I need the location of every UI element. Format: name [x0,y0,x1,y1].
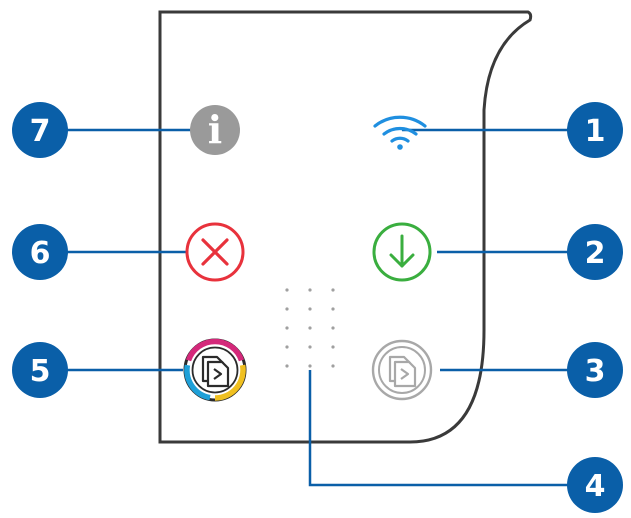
callout-2: 2 [567,224,623,280]
display-dot [285,326,289,330]
display-dot [308,364,312,368]
display-dot [285,364,289,368]
color-ring-yellow [214,364,246,401]
wifi-icon [373,115,427,150]
color-copy-button[interactable] [183,338,247,402]
leader-lines [40,128,595,487]
callout-6: 6 [12,224,68,280]
black-copy-icon [388,355,417,388]
cancel-button[interactable] [185,222,245,282]
display-dot [285,345,289,349]
display-dot [308,345,312,349]
display-dot [308,288,312,292]
color-ring-cyan [184,364,211,401]
callout-badges: 7 6 5 1 2 3 4 [12,102,623,513]
color-copy-icon [201,355,230,388]
wifi-arc-middle [382,126,418,136]
wifi-arc-inner [390,136,410,143]
information-button[interactable]: i [190,105,240,155]
callout-3: 3 [567,342,623,398]
cancel-x-icon [201,238,229,266]
display-dot [285,288,289,292]
color-ring-magenta [185,338,245,362]
callout-4: 4 [567,457,623,513]
wifi-arc-outer [373,115,427,128]
callout-1: 1 [567,102,623,158]
display-dot [331,288,335,292]
leader-line-4 [308,370,595,487]
svg-text:7: 7 [30,114,51,149]
svg-text:1: 1 [585,114,606,149]
info-icon [190,105,240,155]
resume-button[interactable] [372,222,432,282]
svg-text:3: 3 [585,354,606,389]
display-dots [285,288,335,368]
display-dot [331,326,335,330]
info-glyph: i [208,107,222,152]
panel-outline [158,10,533,444]
callout-5: 5 [12,342,68,398]
display-dot [331,345,335,349]
callout-7: 7 [12,102,68,158]
wifi-dot [397,144,403,150]
black-copy-ring-inner [378,346,426,394]
svg-text:5: 5 [30,354,51,389]
display-dot [308,307,312,311]
display-dot [285,307,289,311]
svg-text:4: 4 [585,469,606,504]
display-dot [331,364,335,368]
black-copy-button[interactable] [371,339,433,401]
svg-text:2: 2 [585,236,606,271]
resume-arrow-icon [389,234,415,268]
display-dot [308,326,312,330]
svg-text:6: 6 [30,236,51,271]
display-dot [331,307,335,311]
